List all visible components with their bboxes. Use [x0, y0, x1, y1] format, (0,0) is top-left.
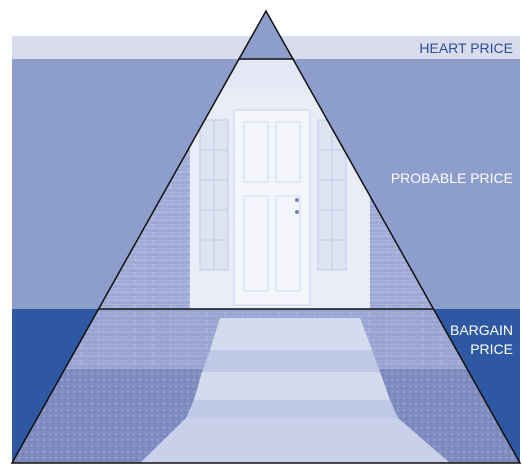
- probable-price-label: PROBABLE PRICE: [391, 170, 513, 186]
- bargain-price-label-line1: BARGAIN: [450, 322, 513, 338]
- pyramid-outline: [10, 9, 522, 464]
- bargain-price-label-line2: PRICE: [470, 341, 513, 357]
- heart-price-label: HEART PRICE: [419, 40, 513, 56]
